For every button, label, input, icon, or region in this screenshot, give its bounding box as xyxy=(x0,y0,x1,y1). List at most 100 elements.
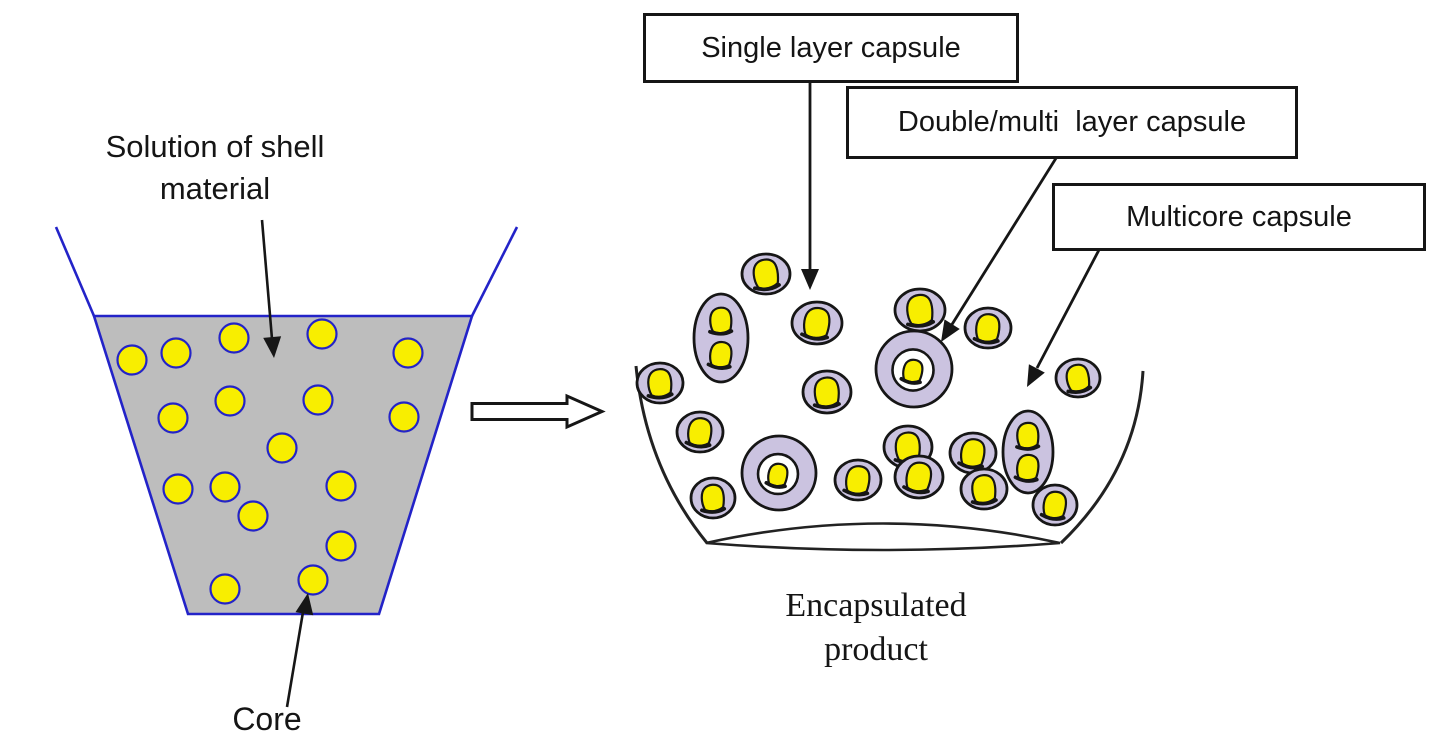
capsule-core xyxy=(1013,453,1040,483)
capsule-core xyxy=(1015,421,1041,451)
capsule-core-shadow-line xyxy=(899,377,922,385)
capsule-core-shadow-line xyxy=(700,506,727,514)
capsule-core xyxy=(800,306,831,341)
double-multi-layer-capsule-callout: Double/multi layer capsule xyxy=(846,86,1298,159)
capsule-multicore xyxy=(692,292,750,384)
capsule-core-shadow-line xyxy=(764,481,787,489)
capsule-core xyxy=(752,258,781,292)
capsule-single xyxy=(790,300,844,346)
core-droplet xyxy=(302,384,334,416)
bowl-base xyxy=(705,522,1061,552)
capsule-core-body xyxy=(687,417,713,447)
capsule-core-shadow-line xyxy=(1039,512,1066,521)
capsule-core-body xyxy=(971,474,997,504)
capsule-single xyxy=(963,306,1013,350)
capsule-core-shadow-line xyxy=(684,440,712,449)
single-layer-arrowhead xyxy=(801,269,819,290)
capsule-core-shadow-line xyxy=(812,402,841,410)
core-droplet xyxy=(162,473,194,505)
core-droplet xyxy=(116,344,148,376)
capsule-core-body xyxy=(803,306,831,339)
capsule-core-body xyxy=(700,483,725,513)
capsule-multicore xyxy=(1001,409,1055,495)
beaker-cores-group xyxy=(116,318,424,605)
core-droplet xyxy=(392,337,424,369)
capsule-shell xyxy=(1001,409,1055,495)
capsule-core-body xyxy=(1016,453,1040,482)
capsule-double xyxy=(874,329,954,409)
solution-of-shell-material-label: Solution of shell material xyxy=(105,129,325,206)
capsule-core-body xyxy=(1042,490,1068,520)
core-droplet xyxy=(237,500,269,532)
capsule-core xyxy=(957,438,986,470)
multicore-arrowhead xyxy=(1027,364,1045,387)
capsule-core-shadow-line xyxy=(646,392,674,400)
capsule-core xyxy=(708,306,734,336)
bowl-right-wall xyxy=(1059,370,1145,545)
capsule-core-shadow-line xyxy=(1066,385,1093,394)
capsule-core-shadow-line xyxy=(972,337,1000,345)
capsule-single xyxy=(689,476,737,520)
capsule-single xyxy=(893,287,947,333)
capsule-core xyxy=(970,474,998,506)
capsule-core-body xyxy=(813,376,840,408)
capsule-core-body xyxy=(960,438,986,468)
capsule-core-shadow-line xyxy=(902,485,930,495)
core-arrowhead xyxy=(295,593,314,616)
capsule-core xyxy=(684,417,713,449)
capsule-single xyxy=(801,369,853,415)
multicore-arrow-line xyxy=(1035,247,1102,369)
capsule-single xyxy=(675,410,725,454)
solution-arrowhead xyxy=(263,336,282,358)
single-layer-capsule-label: Single layer capsule xyxy=(701,31,961,64)
capsule-single xyxy=(1054,357,1102,399)
capsule-shell xyxy=(692,292,750,384)
capsule-core-body xyxy=(709,340,733,369)
capsule-core-body xyxy=(1016,421,1040,450)
capsule-core xyxy=(706,340,733,371)
encapsulated-product-label: Encapsulated product xyxy=(785,587,967,668)
core-droplet xyxy=(209,471,241,503)
core-droplet xyxy=(388,401,420,433)
capsule-core xyxy=(842,465,871,497)
core-droplet xyxy=(306,318,338,350)
capsule-core-body xyxy=(975,313,1001,343)
capsule-single xyxy=(893,454,945,500)
capsule-single xyxy=(833,458,883,502)
capsule-core xyxy=(764,462,789,489)
capsule-core xyxy=(902,461,933,495)
core-label: Core xyxy=(232,701,302,737)
core-droplet xyxy=(160,337,192,369)
core-droplet xyxy=(157,402,189,434)
capsule-core xyxy=(1065,363,1093,394)
core-droplet xyxy=(218,322,250,354)
beaker-solution-body xyxy=(92,314,474,616)
capsule-core xyxy=(1039,490,1068,521)
beaker-right-rim xyxy=(470,226,519,317)
capsule-core-shadow-line xyxy=(1013,475,1039,483)
capsule-core-shadow-line xyxy=(800,332,830,341)
core-arrow-line xyxy=(285,611,305,708)
capsule-double xyxy=(740,434,818,512)
capsule-core xyxy=(646,368,674,400)
capsule-core-body xyxy=(647,368,673,398)
core-droplet xyxy=(214,385,246,417)
capsule-core-body xyxy=(845,465,871,495)
core-droplet xyxy=(325,470,357,502)
core-droplet xyxy=(209,573,241,605)
capsule-core xyxy=(899,358,924,385)
double-layer-arrowhead xyxy=(941,319,960,342)
capsules-group xyxy=(635,252,1102,527)
capsule-single xyxy=(635,361,685,405)
capsule-core-shadow-line xyxy=(706,362,732,371)
double-layer-arrow-line xyxy=(949,154,1060,327)
single-layer-capsule-callout: Single layer capsule xyxy=(643,13,1019,83)
core-droplet xyxy=(266,432,298,464)
capsule-core-body xyxy=(709,306,733,335)
multicore-capsule-label: Multicore capsule xyxy=(1126,200,1352,233)
capsule-single xyxy=(959,467,1009,511)
capsule-core-shadow-line xyxy=(970,498,998,506)
capsule-core xyxy=(812,376,841,410)
capsule-core-shadow-line xyxy=(842,488,870,497)
